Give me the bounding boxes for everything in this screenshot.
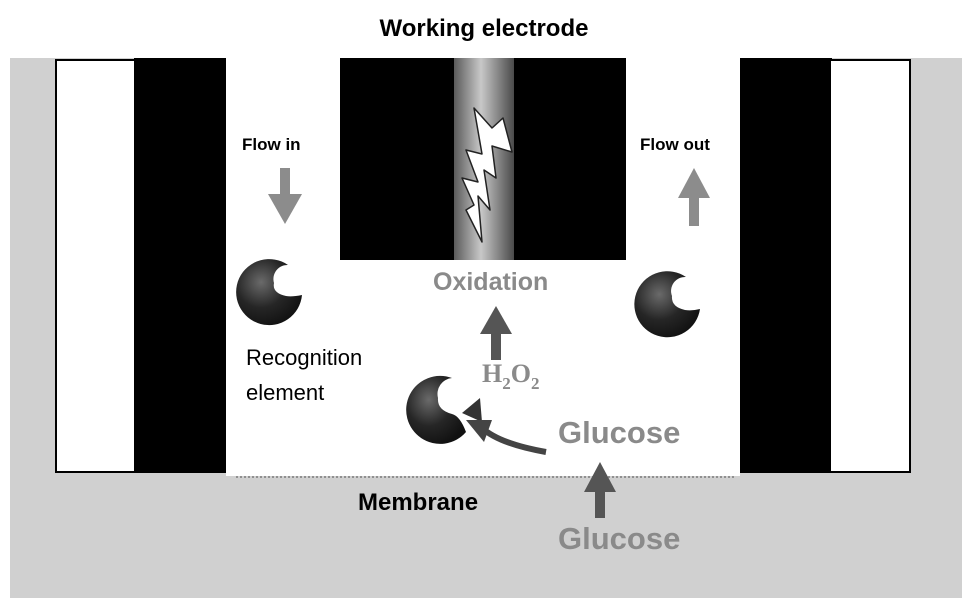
oxidation-label: Oxidation [433, 268, 548, 296]
glucose-binding-arrow-icon [466, 420, 547, 455]
h2o2-sub1: 2 [502, 374, 511, 393]
right-wall-outer [829, 59, 911, 473]
membrane-arrow-icon [584, 462, 616, 518]
lightning-bolt-icon [461, 107, 513, 243]
recognition-element-label-line2: element [246, 380, 324, 405]
recognition-element-label-line1: Recognition [246, 345, 362, 370]
h2o2-sub2: 2 [531, 374, 540, 393]
left-wall-inner [134, 58, 226, 472]
flow-out-arrow-icon [678, 168, 710, 226]
flow-in-arrow-icon [268, 168, 302, 224]
enzyme-right-icon [634, 271, 700, 338]
h2o2-h: H [482, 359, 502, 388]
h2o2-label: H2O2 [482, 359, 539, 393]
flow-in-label: Flow in [242, 135, 301, 154]
enzyme-center-icon [406, 375, 466, 444]
working-electrode-label: Working electrode [380, 15, 589, 42]
h2o2-o: O [511, 359, 531, 388]
recognition-element-icon [236, 259, 302, 326]
glucose-inner-label: Glucose [558, 415, 680, 450]
left-wall-outer [55, 59, 137, 473]
membrane-label: Membrane [358, 489, 478, 516]
flow-out-label: Flow out [640, 135, 710, 154]
glucose-outer-label: Glucose [558, 521, 680, 556]
oxidation-arrow-icon [480, 306, 512, 360]
right-wall-inner [740, 58, 832, 472]
h2o2-release-arrow-icon [462, 398, 482, 422]
